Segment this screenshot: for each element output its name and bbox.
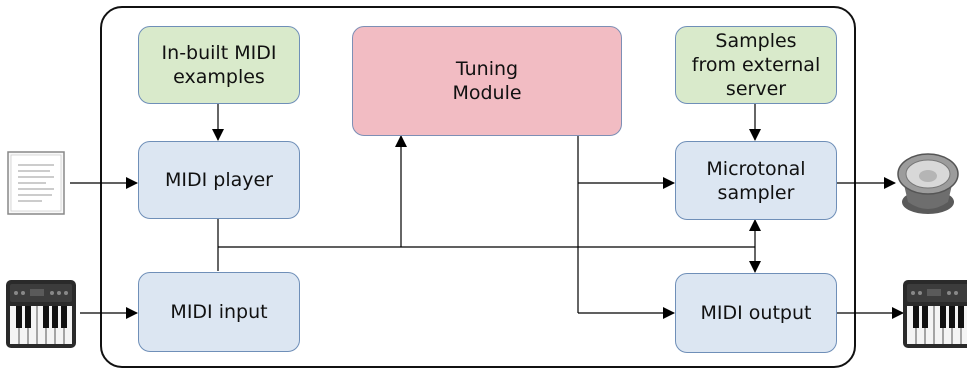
microtonal-sampler-box: Microtonal sampler xyxy=(675,141,837,220)
speaker-icon xyxy=(897,153,959,214)
keyboard-icon xyxy=(903,280,967,348)
document-icon xyxy=(7,151,65,215)
system-boundary xyxy=(100,6,856,368)
tuning-module-box: Tuning Module xyxy=(352,26,622,136)
external-samples-box: Samples from external server xyxy=(675,26,837,104)
keyboard-icon xyxy=(6,280,76,348)
midi-output-box: MIDI output xyxy=(675,273,837,353)
builtin-midi-examples-box: In-built MIDI examples xyxy=(138,26,300,104)
midi-input-box: MIDI input xyxy=(138,272,300,352)
midi-player-box: MIDI player xyxy=(138,141,300,219)
